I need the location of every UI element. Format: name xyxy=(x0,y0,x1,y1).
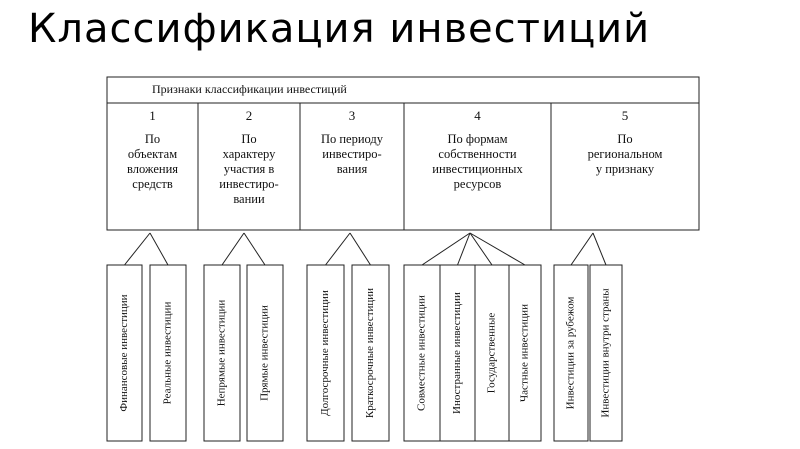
category-label-line: собственности xyxy=(438,147,516,161)
branch-line xyxy=(221,232,245,266)
item-label: Частные инвестиции xyxy=(519,304,531,402)
category-label-line: вания xyxy=(337,162,368,176)
item-label: Инвестиции за рубежом xyxy=(565,297,577,410)
item-label: Долгосрочные инвестиции xyxy=(319,290,331,416)
branch-line xyxy=(592,232,607,266)
category-label-line: у признаку xyxy=(596,162,655,176)
category-label-line: инвестиро- xyxy=(219,177,278,191)
category-label-line: вложения xyxy=(127,162,178,176)
category-label-line: По xyxy=(241,132,256,146)
branch-line xyxy=(421,232,471,266)
slide-title: Классификация инвестиций xyxy=(28,6,651,52)
branch-line xyxy=(469,232,493,266)
category-number: 2 xyxy=(246,108,253,123)
item-label: Совместные инвестиции xyxy=(416,295,428,411)
category-number: 3 xyxy=(349,108,356,123)
item-box xyxy=(351,264,390,442)
branch-line xyxy=(325,232,351,266)
category-label-line: По формам xyxy=(447,132,507,146)
item-label: Краткосрочные инвестиции xyxy=(364,288,376,418)
item-box xyxy=(306,264,345,442)
item-box xyxy=(508,264,542,442)
item-label: Непрямые инвестиции xyxy=(216,300,228,407)
category-label-line: инвестиционных xyxy=(432,162,523,176)
branch-connectors xyxy=(124,232,607,266)
branch-line xyxy=(570,232,594,266)
category-label-line: объектам xyxy=(128,147,177,161)
branch-line xyxy=(469,232,526,266)
item-box xyxy=(106,264,143,442)
category-number: 5 xyxy=(622,108,629,123)
branch-line xyxy=(457,232,471,266)
item-box xyxy=(149,264,187,442)
category-label-line: участия в xyxy=(224,162,275,176)
category-label-line: По xyxy=(145,132,160,146)
branch-line xyxy=(149,232,169,266)
item-label: Государственные xyxy=(486,313,498,394)
category-label-line: средств xyxy=(132,177,173,191)
item-label: Инвестиции внутри страны xyxy=(600,288,612,418)
category-number: 1 xyxy=(149,108,156,123)
item-box xyxy=(589,264,623,442)
item-box xyxy=(246,264,284,442)
category-label-line: По xyxy=(617,132,632,146)
item-label: Иностранные инвестиции xyxy=(451,292,463,414)
branch-line xyxy=(243,232,266,266)
category-label-line: региональном xyxy=(588,147,663,161)
category-label-line: характеру xyxy=(223,147,276,161)
category-label-line: По периоду xyxy=(321,132,384,146)
item-label: Финансовые инвестиции xyxy=(118,294,130,411)
item-box xyxy=(203,264,241,442)
table-header: Признаки классификации инвестиций xyxy=(152,82,347,96)
category-label-line: ресурсов xyxy=(454,177,502,191)
item-boxes: Финансовые инвестиции Реальные инвестиции… xyxy=(106,264,623,442)
category-label-line: вании xyxy=(233,192,265,206)
item-box xyxy=(553,264,589,442)
table-border xyxy=(106,76,700,231)
item-label: Прямые инвестиции xyxy=(259,305,271,401)
category-number: 4 xyxy=(474,108,481,123)
item-label: Реальные инвестиции xyxy=(162,302,174,405)
branch-line xyxy=(124,232,151,266)
classification-table: Признаки классификации инвестиций1Пообъе… xyxy=(106,76,700,231)
branch-line xyxy=(349,232,371,266)
category-label-line: инвестиро- xyxy=(322,147,381,161)
